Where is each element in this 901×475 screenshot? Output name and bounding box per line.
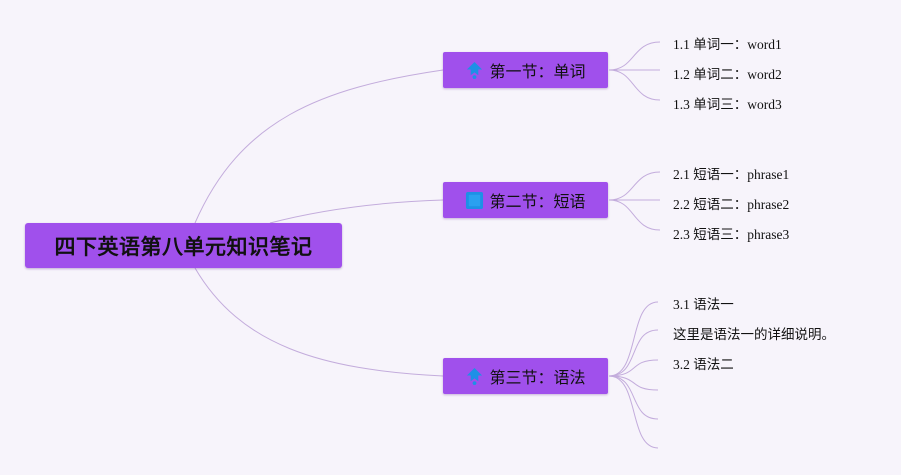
section-label: 第一节：单词 [489,62,586,81]
section-node-2[interactable]: 第二节：短语 [443,182,608,218]
square-icon [465,191,484,210]
person-up-icon [465,367,484,386]
section-node-1[interactable]: 第一节：单词 [443,52,608,88]
link-root-section-3 [194,267,444,377]
leaf-node[interactable]: 3.2 语法二 [673,357,734,372]
section-node-3[interactable]: 第三节：语法 [443,358,608,394]
leaf-node[interactable]: 2.2 短语二：phrase2 [673,197,790,212]
person-up-icon [465,61,484,80]
link-s2-l3 [608,199,661,231]
link-s1-l3 [608,69,661,101]
root-node-label: 四下英语第八单元知识笔记 [54,234,313,259]
leaf-node[interactable]: 3.1 语法一 [673,297,734,312]
leaf-node[interactable]: 1.1 单词一：word1 [673,37,782,52]
link-s3-l5 [608,375,659,420]
link-s3-l6 [608,375,659,449]
link-s3-l1 [608,301,659,377]
leaf-node[interactable]: 2.3 短语三：phrase3 [673,227,790,242]
section-label: 第二节：短语 [489,192,586,211]
link-s3-l2 [608,329,659,377]
link-s3-l4 [608,375,659,391]
section-label: 第三节：语法 [489,368,586,387]
link-s3-l3 [608,359,659,377]
leaf-node[interactable]: 这里是语法一的详细说明。 [673,327,835,342]
link-root-section-2 [269,199,444,224]
leaf-node[interactable]: 1.2 单词二：word2 [673,67,782,82]
root-node[interactable]: 四下英语第八单元知识笔记 [25,223,342,268]
link-s2-l1 [608,171,661,201]
link-root-section-1 [194,69,444,224]
leaf-node[interactable]: 2.1 短语一：phrase1 [673,167,790,182]
link-s1-l1 [608,41,661,71]
leaf-node[interactable]: 1.3 单词三：word3 [673,97,782,112]
